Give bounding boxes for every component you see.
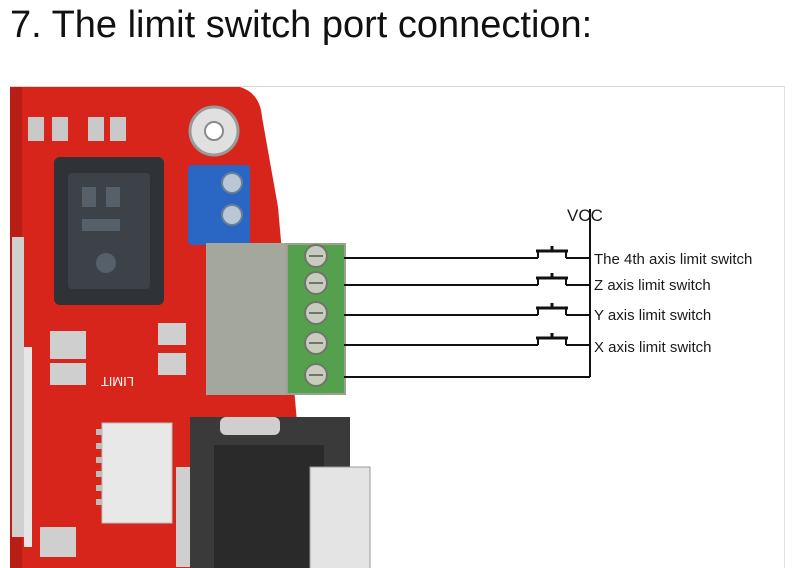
smd-pad <box>28 117 44 141</box>
terminal-screws <box>304 244 328 387</box>
chip-marking <box>96 253 116 273</box>
chip-marking <box>106 187 120 207</box>
diagram-canvas: LIMIT VCC The 4th <box>10 87 752 568</box>
ic-chip <box>101 422 173 524</box>
switch-label-4th-axis: The 4th axis limit switch <box>594 251 752 268</box>
vcc-label: VCC <box>567 206 603 225</box>
board-silkscreen: LIMIT <box>101 374 134 389</box>
terminal-housing-left <box>206 243 286 395</box>
db-connector-shell <box>214 445 324 568</box>
mounting-hole-center <box>204 121 224 141</box>
smd-component <box>158 353 186 375</box>
smd-component <box>50 331 86 359</box>
wiring <box>344 209 591 378</box>
terminal-screw <box>221 172 243 194</box>
controller-board: LIMIT <box>10 87 371 568</box>
switch-label-z-axis: Z axis limit switch <box>594 277 711 294</box>
db-connector-pins <box>309 466 371 568</box>
pin-header <box>12 237 32 547</box>
smd-pad <box>110 117 126 141</box>
switch-label-y-axis: Y axis limit switch <box>594 307 711 324</box>
smd-pad <box>52 117 68 141</box>
smd-pad <box>88 117 104 141</box>
smd-component <box>158 323 186 345</box>
limit-terminal-block <box>206 243 346 395</box>
page-title: 7. The limit switch port connection: <box>10 4 593 46</box>
pin-strip <box>176 467 190 567</box>
terminal-screw <box>221 204 243 226</box>
chip-marking <box>82 219 120 231</box>
smd-component <box>40 527 76 557</box>
chip-marking <box>82 187 96 207</box>
switch-label-x-axis: X axis limit switch <box>594 339 712 356</box>
ic-chip-legs <box>96 429 102 505</box>
limit-switch-diagram: LIMIT VCC The 4th <box>10 86 785 568</box>
smd-component <box>50 363 86 385</box>
db-screw-post <box>220 417 280 435</box>
